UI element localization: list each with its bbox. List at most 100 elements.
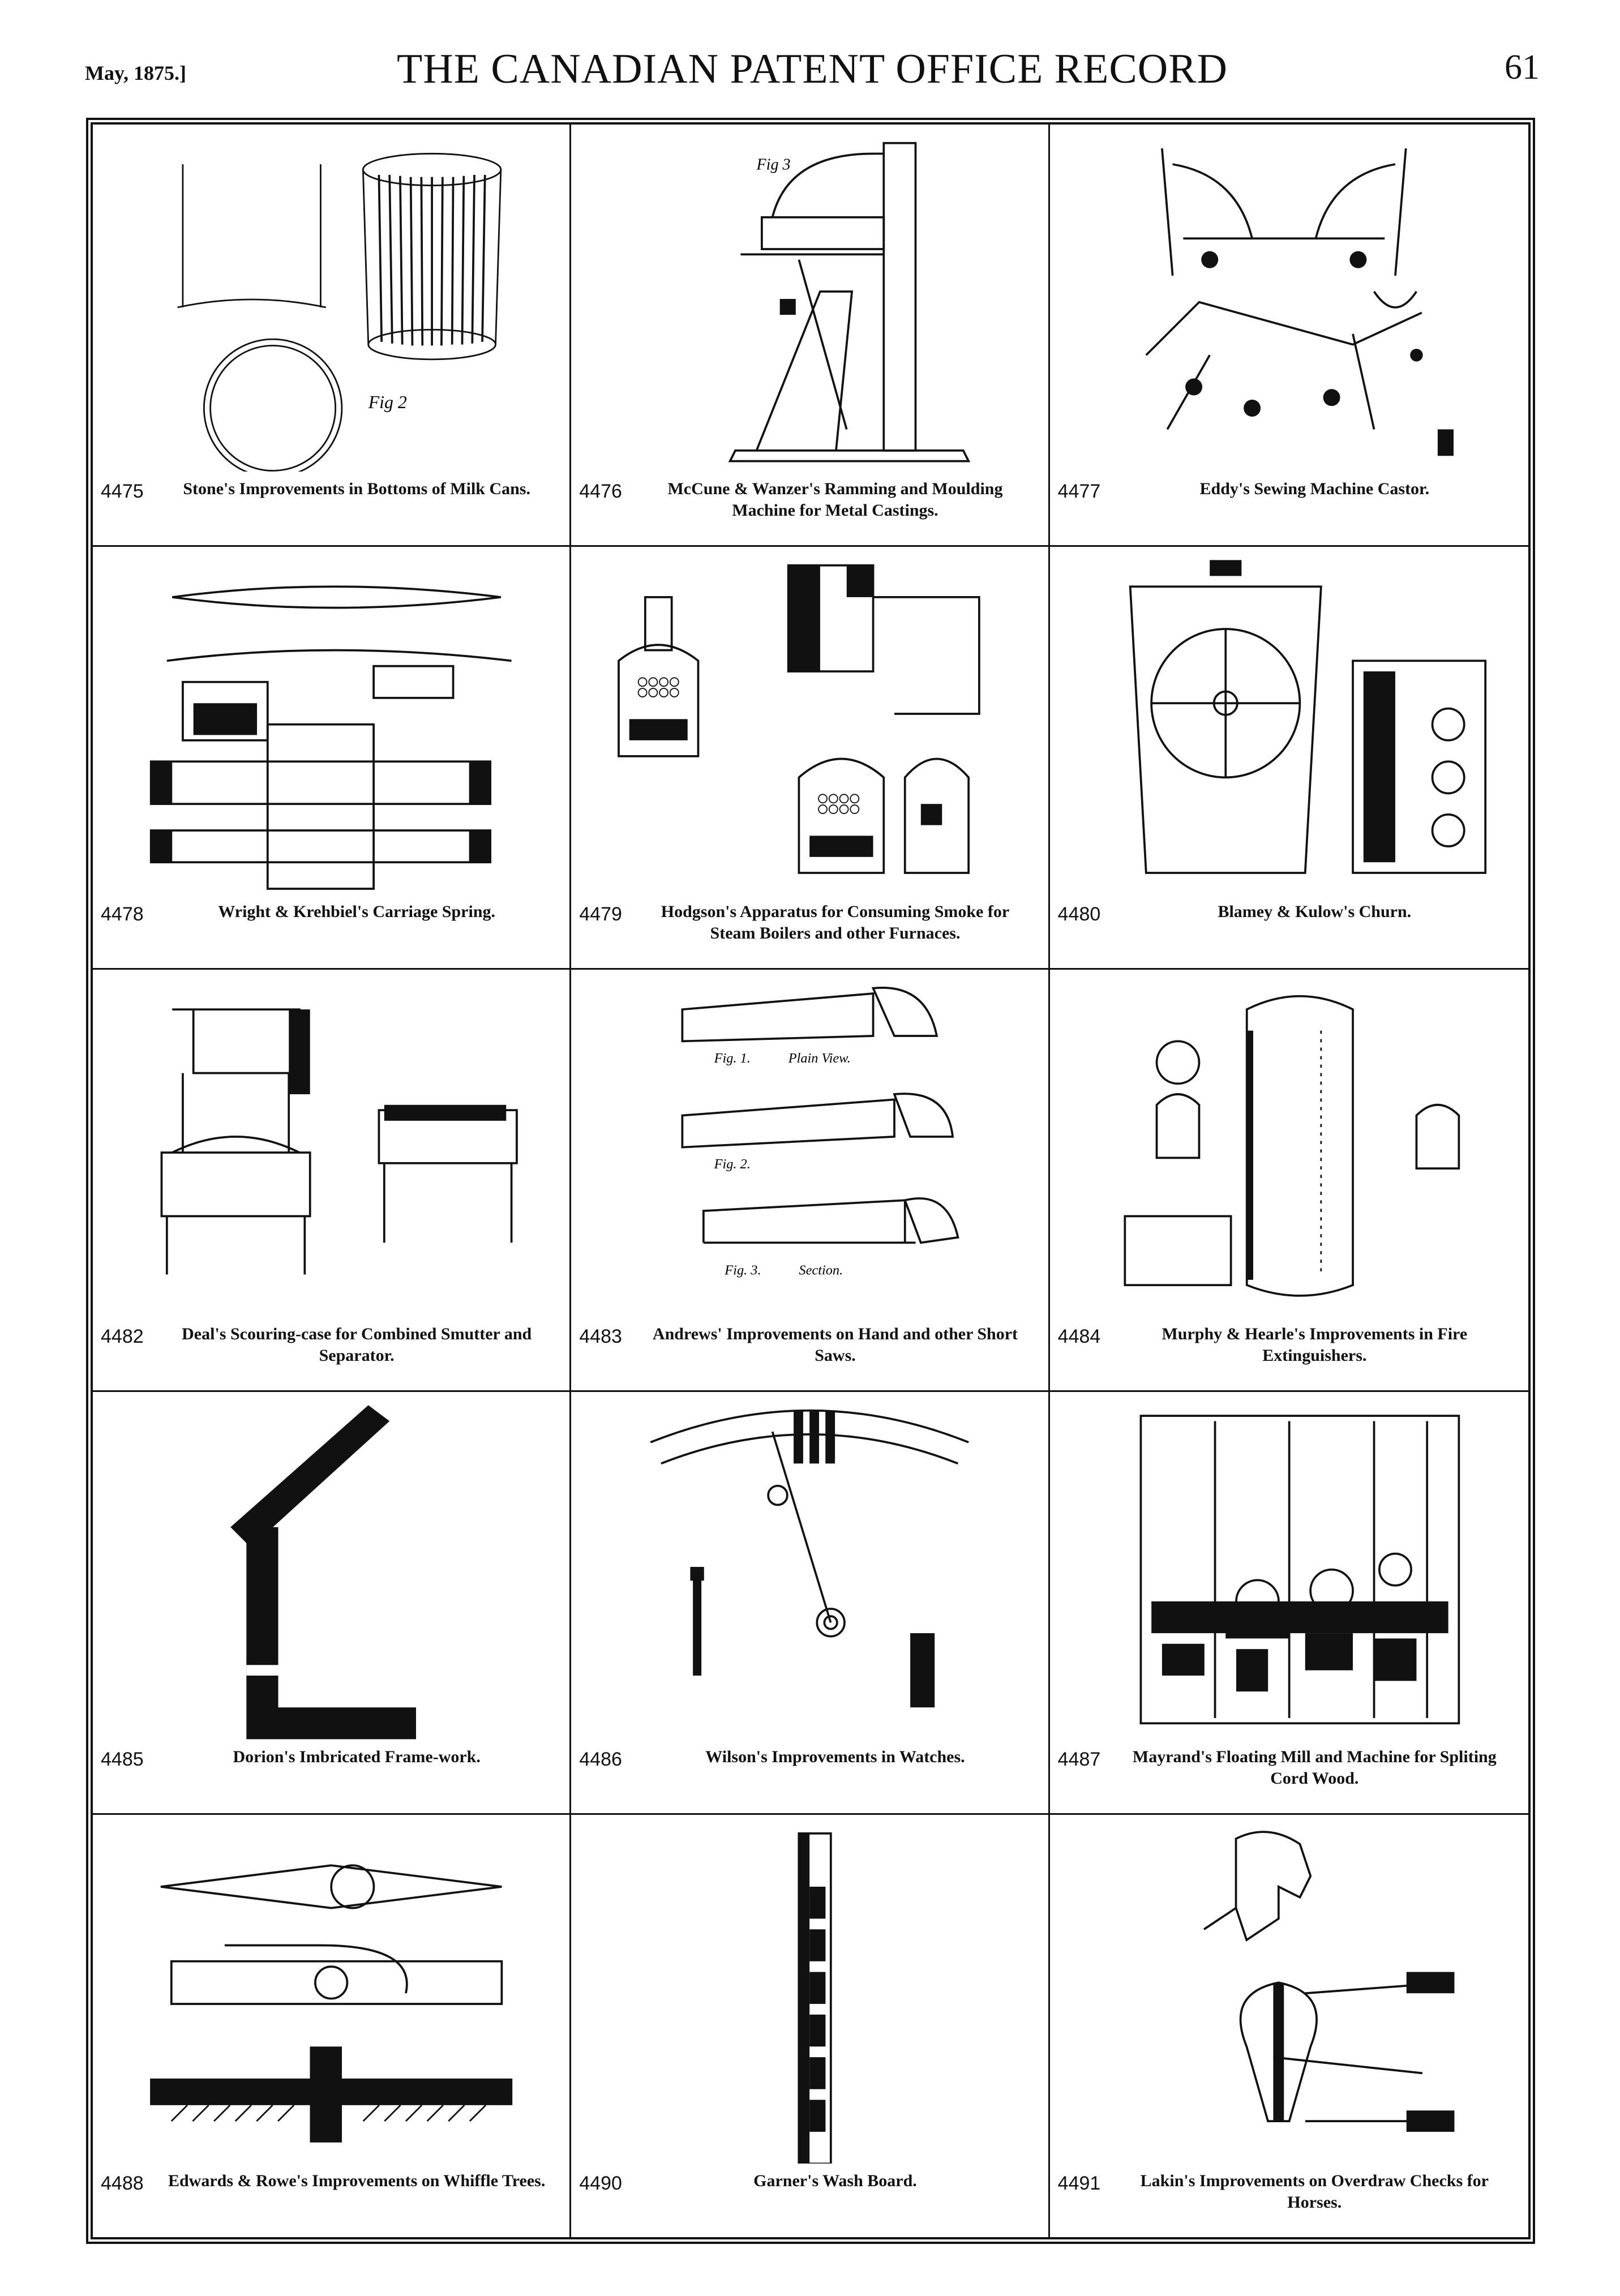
patent-caption: 4483 Andrews' Improvements on Hand and o… — [579, 1323, 1040, 1378]
patent-title: Wilson's Improvements in Watches. — [705, 1747, 965, 1766]
patent-title: Deal's Scouring-case for Combined Smutte… — [182, 1325, 532, 1365]
patent-title: Edwards & Rowe's Improvements on Whiffle… — [168, 2171, 546, 2190]
patent-title: Blamey & Kulow's Churn. — [1218, 902, 1412, 921]
hand-saw-drawing: Fig. 1. Plain View. Fig. 2. Fig. 3. Sect… — [681, 986, 959, 1278]
patent-caption: 4476 McCune & Wanzer's Ramming and Mould… — [579, 478, 1040, 533]
patent-cell: Fig 3 4476 McCune & Wanzer's Ramming and… — [571, 125, 1050, 547]
patent-cell: 4479 Hodgson's Apparatus for Consuming S… — [571, 547, 1050, 970]
patent-number: 4491 — [1057, 2173, 1101, 2194]
patent-caption: 4482 Deal's Scouring-case for Combined S… — [101, 1323, 562, 1378]
patent-cell: 4484 Murphy & Hearle's Improvements in F… — [1049, 970, 1528, 1393]
milk-can-drawing: Fig 2 — [177, 153, 502, 478]
patent-illustration — [104, 555, 558, 894]
patent-caption: 4487 Mayrand's Floating Mill and Machine… — [1058, 1746, 1520, 1801]
patent-illustration — [582, 555, 1036, 894]
figure-label: Plain View. — [788, 1051, 851, 1066]
overdraw-check-drawing — [1203, 1830, 1455, 2132]
patent-cell: 4477 Eddy's Sewing Machine Castor. — [1049, 125, 1528, 547]
patent-title: Garner's Wash Board. — [753, 2171, 917, 2190]
patent-number: 4486 — [579, 1748, 622, 1770]
patent-illustration — [1061, 132, 1517, 472]
patent-number: 4488 — [101, 2173, 144, 2194]
patent-title: Lakin's Improvements on Overdraw Checks … — [1140, 2171, 1489, 2212]
patent-illustration: Fig 2 — [104, 132, 558, 478]
patent-caption: 4486 Wilson's Improvements in Watches. — [579, 1746, 1040, 1801]
patent-title: Mayrand's Floating Mill and Machine for … — [1132, 1747, 1497, 1788]
patent-caption: 4484 Murphy & Hearle's Improvements in F… — [1058, 1323, 1520, 1378]
wash-board-drawing — [798, 1832, 833, 2165]
patent-number: 4490 — [579, 2173, 622, 2194]
figure-label: Fig. 3. — [725, 1262, 761, 1278]
figure-label: Fig. 2. — [714, 1156, 751, 1172]
patent-caption: 4477 Eddy's Sewing Machine Castor. — [1058, 478, 1520, 533]
patent-grid-frame: Fig 2 4475 Stone's Improvements in Botto… — [86, 118, 1535, 2244]
patent-cell: 4485 Dorion's Imbricated Frame-work. — [93, 1392, 572, 1815]
patent-title: Andrews' Improvements on Hand and other … — [652, 1325, 1018, 1365]
churn-drawing — [1129, 560, 1486, 875]
patent-caption: 4480 Blamey & Kulow's Churn. — [1058, 901, 1520, 956]
patent-illustration — [104, 1400, 558, 1740]
patent-illustration — [582, 1400, 1036, 1739]
patent-number: 4482 — [101, 1326, 144, 1348]
whiffle-tree-drawing — [150, 1864, 513, 2143]
patent-caption: 4478 Wright & Krehbiel's Carriage Spring… — [101, 901, 562, 956]
patent-caption: 4490 Garner's Wash Board. — [579, 2170, 1040, 2225]
figure-label: Fig 3 — [756, 156, 791, 174]
patent-cell: 4482 Deal's Scouring-case for Combined S… — [93, 969, 572, 1393]
patent-number: 4475 — [101, 481, 144, 503]
patent-caption: 4485 Dorion's Imbricated Frame-work. — [101, 1746, 562, 1801]
patent-cell: 4490 Garner's Wash Board. — [571, 1814, 1050, 2237]
patent-title: Hodgson's Apparatus for Consuming Smoke … — [661, 902, 1010, 943]
patent-caption: 4488 Edwards & Rowe's Improvements on Wh… — [101, 2170, 562, 2225]
patent-number: 4476 — [579, 481, 622, 503]
ramming-machine-drawing: Fig 3 — [728, 142, 971, 462]
patent-illustration — [1061, 1823, 1517, 2164]
patent-cell: 4487 Mayrand's Floating Mill and Machine… — [1049, 1392, 1528, 1815]
patent-cell: Fig. 1. Plain View. Fig. 2. Fig. 3. Sect… — [571, 969, 1050, 1393]
frame-work-drawing — [230, 1405, 417, 1740]
patent-number: 4479 — [579, 903, 622, 925]
patent-number: 4487 — [1057, 1748, 1101, 1770]
carriage-spring-drawing — [149, 585, 512, 890]
patent-title: McCune & Wanzer's Ramming and Moulding M… — [667, 479, 1003, 520]
patent-caption: 4479 Hodgson's Apparatus for Consuming S… — [579, 901, 1040, 956]
patent-title: Stone's Improvements in Bottoms of Milk … — [183, 479, 530, 499]
patent-number: 4485 — [101, 1748, 144, 1770]
floating-mill-drawing — [1139, 1415, 1460, 1725]
patent-illustration: Fig. 1. Plain View. Fig. 2. Fig. 3. Sect… — [582, 978, 1036, 1317]
patent-illustration: Fig 3 — [582, 132, 1036, 472]
patent-cell: Fig 2 4475 Stone's Improvements in Botto… — [93, 125, 572, 547]
header-date: May, 1875.] — [85, 62, 186, 84]
page-number: 61 — [1505, 48, 1540, 87]
patent-illustration — [1061, 555, 1517, 894]
patent-cell: 4491 Lakin's Improvements on Overdraw Ch… — [1050, 1815, 1528, 2237]
patent-number: 4484 — [1057, 1326, 1101, 1348]
patent-number: 4477 — [1057, 481, 1101, 503]
patent-cell: 4480 Blamey & Kulow's Churn. — [1049, 547, 1528, 970]
patent-illustration — [1061, 1400, 1517, 1739]
patent-illustration — [1061, 978, 1517, 1317]
patent-cell: 4478 Wright & Krehbiel's Carriage Spring… — [93, 547, 572, 970]
scouring-case-drawing — [160, 1008, 518, 1275]
patent-caption: 4475 Stone's Improvements in Bottoms of … — [101, 478, 562, 533]
patent-number: 4478 — [101, 903, 144, 925]
patent-number: 4483 — [579, 1326, 622, 1348]
sewing-machine-castor-drawing — [1145, 148, 1454, 456]
header-title: THE CANADIAN PATENT OFFICE RECORD — [397, 46, 1228, 92]
figure-label: Fig. 1. — [714, 1051, 751, 1066]
page-header: May, 1875.] THE CANADIAN PATENT OFFICE R… — [85, 40, 1540, 102]
patent-title: Wright & Krehbiel's Carriage Spring. — [218, 902, 496, 921]
watch-drawing — [650, 1410, 970, 1708]
figure-label: Fig 2 — [368, 392, 407, 412]
patent-cell: 4488 Edwards & Rowe's Improvements on Wh… — [93, 1814, 572, 2237]
figure-label: Section. — [799, 1262, 843, 1278]
patent-illustration — [582, 1823, 1036, 2165]
patent-grid: Fig 2 4475 Stone's Improvements in Botto… — [93, 125, 1528, 2237]
patent-number: 4480 — [1057, 903, 1101, 925]
smoke-apparatus-drawing — [618, 564, 981, 875]
patent-cell: 4486 Wilson's Improvements in Watches. — [571, 1392, 1050, 1815]
patent-title: Dorion's Imbricated Frame-work. — [233, 1747, 481, 1766]
patent-illustration — [104, 978, 558, 1317]
patent-title: Murphy & Hearle's Improvements in Fire E… — [1162, 1325, 1468, 1365]
patent-caption: 4491 Lakin's Improvements on Overdraw Ch… — [1058, 2170, 1520, 2225]
